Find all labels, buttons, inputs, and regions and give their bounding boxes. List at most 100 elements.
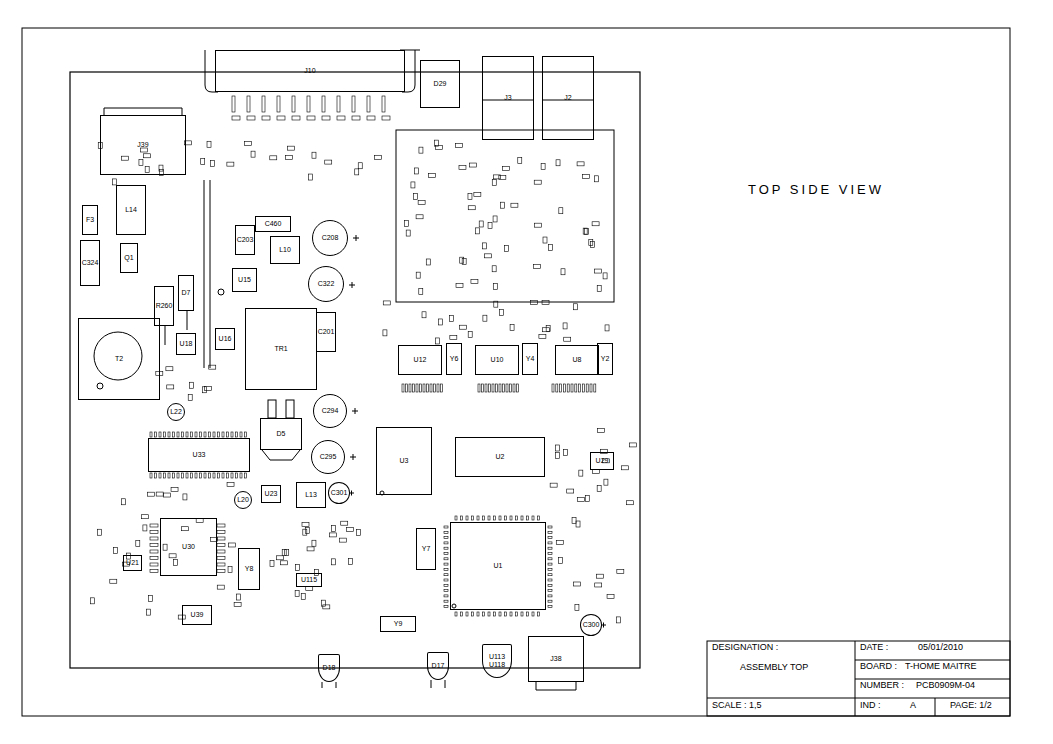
pad [571, 384, 573, 392]
pad [90, 598, 94, 604]
pad [139, 159, 143, 165]
pad [534, 223, 541, 227]
pad [516, 516, 518, 520]
pad [444, 531, 448, 533]
capacitor-outline: C295 [311, 440, 345, 474]
pad [572, 518, 576, 524]
designator: J38 [550, 655, 561, 663]
pad [413, 384, 415, 392]
component-outline: C201 [316, 312, 337, 352]
pad [422, 312, 426, 318]
designator: T2 [115, 355, 123, 363]
pad [556, 384, 558, 392]
pad [367, 96, 370, 112]
pad [586, 384, 588, 392]
pad [173, 432, 175, 437]
pad [444, 547, 448, 549]
pad [564, 337, 571, 341]
pad [500, 310, 504, 316]
led-outline: D18 [318, 654, 340, 682]
pad [150, 432, 152, 437]
pad [189, 382, 193, 388]
pad [423, 384, 425, 392]
pad [456, 144, 463, 148]
pad [218, 473, 220, 478]
pad [496, 384, 498, 392]
pad [604, 479, 608, 485]
pad [251, 151, 255, 157]
pad [563, 450, 567, 456]
pad [357, 530, 361, 536]
pad [476, 228, 480, 234]
pad [548, 553, 552, 555]
pad [585, 496, 589, 502]
title-block-text: NUMBER : [860, 680, 904, 690]
designator: U16 [219, 335, 232, 343]
pad [166, 367, 173, 371]
pad [548, 606, 552, 608]
sheet-frame [22, 28, 1010, 716]
pad [411, 182, 415, 188]
pad [517, 384, 519, 392]
pad [367, 116, 375, 120]
pad [483, 612, 485, 616]
pad [332, 526, 336, 532]
pad [607, 594, 614, 598]
component-outline: U33 [148, 438, 250, 472]
designator: D5 [277, 430, 286, 438]
pad [164, 493, 171, 497]
designator: F3 [86, 216, 94, 224]
title-block-text: 05/01/2010 [918, 642, 963, 652]
pad [595, 176, 599, 182]
designator: U12 [414, 356, 427, 364]
pad [502, 166, 509, 170]
component-outline: Y7 [416, 528, 436, 570]
designator: D18 [323, 664, 336, 672]
pad [122, 499, 126, 505]
pad [312, 152, 316, 158]
pad [492, 384, 494, 392]
pad [471, 280, 478, 284]
pad [444, 553, 448, 555]
designator: R260 [156, 302, 173, 310]
pad [303, 529, 307, 535]
component-outline: U115 [296, 573, 322, 587]
pad [527, 612, 529, 616]
pad [307, 547, 314, 551]
pad [558, 557, 562, 563]
pad [506, 384, 508, 392]
pad [406, 384, 408, 392]
pad [499, 384, 501, 392]
component-outline: U3 [376, 427, 432, 495]
component-outline: U10 [475, 345, 519, 375]
pad [444, 563, 448, 565]
component-outline: J38 [528, 636, 584, 682]
pad [505, 245, 509, 251]
pad [404, 221, 408, 227]
component-outline: U1 [450, 522, 546, 610]
pad [455, 612, 457, 616]
pad [191, 432, 193, 437]
pad [552, 384, 554, 392]
pad [217, 563, 225, 566]
view-title: TOP SIDE VIEW [748, 182, 884, 197]
pad [449, 315, 453, 321]
designator: L22 [170, 408, 182, 416]
pad [145, 166, 149, 172]
pad [441, 384, 443, 392]
pad [573, 304, 577, 310]
pad [434, 384, 436, 392]
designator: U30 [182, 543, 195, 551]
designator: C324 [82, 259, 99, 267]
pad [231, 432, 233, 437]
pad [534, 180, 541, 184]
pad [325, 160, 332, 164]
designator: U1 [494, 562, 503, 570]
pad [468, 194, 472, 200]
pad [113, 548, 117, 554]
designator: U10 [491, 356, 504, 364]
pad [472, 516, 474, 520]
component-outline: U21 [123, 555, 142, 571]
pad [483, 516, 485, 520]
